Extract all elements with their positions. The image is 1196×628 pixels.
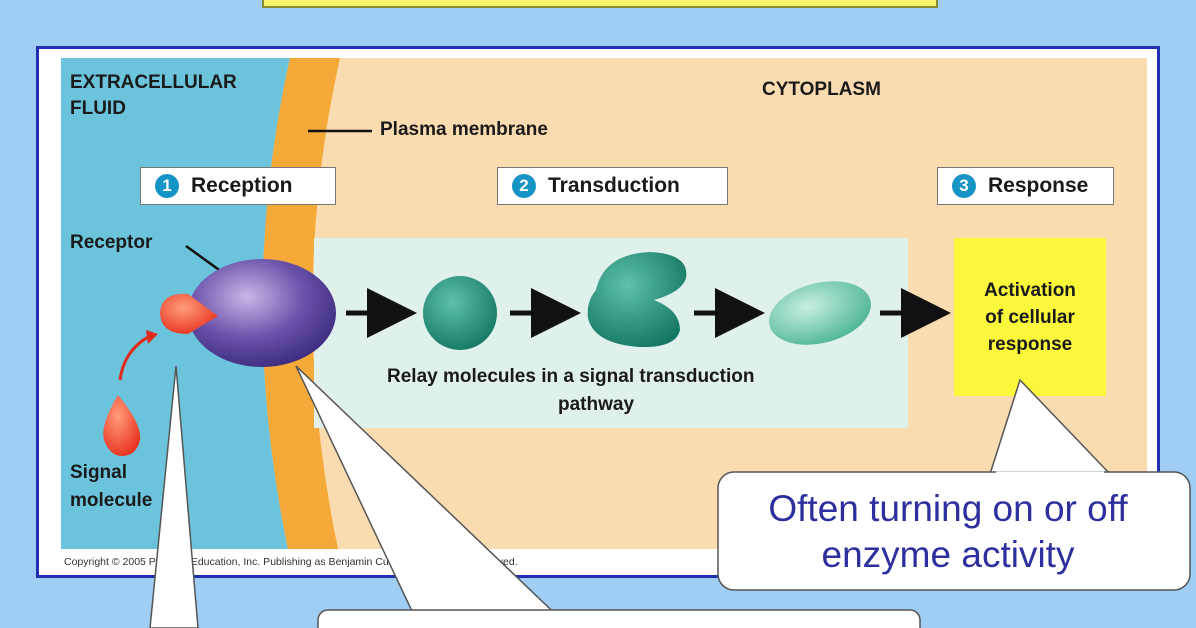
bound-signal-molecule [160, 293, 218, 334]
relay-molecule-2 [587, 252, 687, 348]
callout-pointer-receptor [295, 365, 572, 628]
step-label-transduction: Transduction [548, 174, 680, 197]
step-number-3: 3 [952, 174, 976, 198]
callout-pointer-signal [149, 365, 199, 628]
step-response: 3 Response [937, 167, 1114, 205]
step-number-2: 2 [512, 174, 536, 198]
step-transduction: 2 Transduction [497, 167, 728, 205]
binding-arrow [118, 334, 151, 381]
relay-molecule-1 [423, 276, 497, 350]
relay-label-line2: pathway [558, 394, 635, 415]
receptor-protein [188, 259, 336, 367]
extracellular-label: EXTRACELLULAR [70, 72, 237, 93]
response-line2: of cellular [985, 306, 1075, 328]
relay-molecule-3 [769, 281, 871, 345]
enzyme-callout-text: Often turning on or off enzyme activity [728, 486, 1168, 578]
signal-label-line2: molecule [70, 490, 153, 511]
receptor-label: Receptor [70, 232, 153, 253]
title-banner [262, 0, 938, 8]
callout-box-enzyme [717, 471, 1191, 591]
step-reception: 1 Reception [140, 167, 336, 205]
response-line3: response [987, 333, 1073, 355]
extracellular-label-line2: FLUID [70, 98, 126, 119]
callout-box-receptor [317, 609, 921, 628]
response-line1: Activation [984, 279, 1076, 301]
step-label-reception: Reception [191, 174, 293, 197]
relay-label: Relay molecules in a signal transduction [387, 366, 755, 387]
signal-label: Signal [70, 462, 128, 483]
step-label-response: Response [988, 174, 1089, 197]
step-number-1: 1 [155, 174, 179, 198]
callout-line2: enzyme activity [821, 534, 1075, 575]
plasma-membrane-label: Plasma membrane [380, 119, 548, 140]
signal-molecule [103, 395, 141, 456]
receptor-pointer-line [185, 244, 223, 274]
binding-arrowhead [146, 330, 158, 344]
callout-pointer-response [988, 378, 1112, 475]
response-box: Activation of cellular response [954, 238, 1106, 396]
cytoplasm-label: CYTOPLASM [762, 79, 881, 100]
callout-line1: Often turning on or off [768, 488, 1128, 529]
